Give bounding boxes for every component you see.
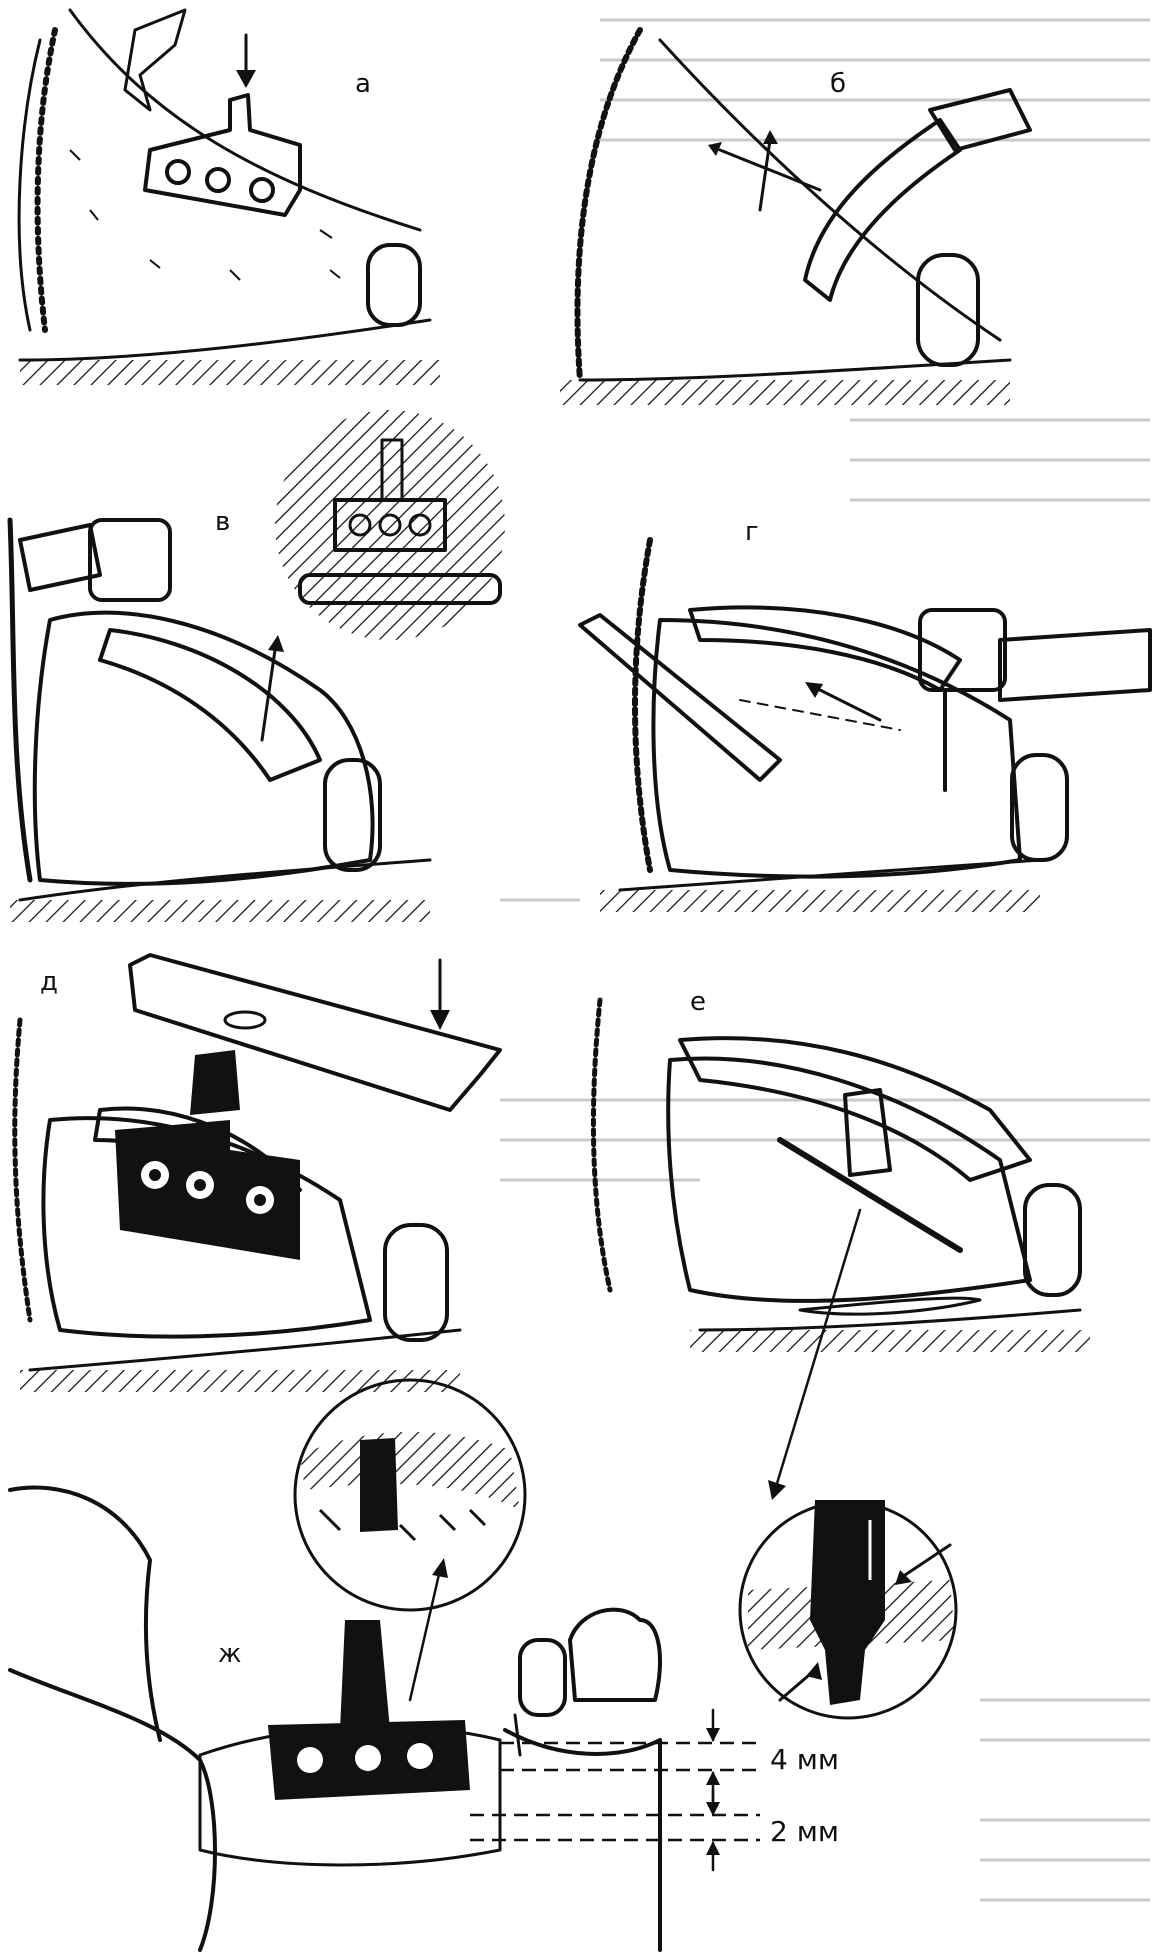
panel-zh: 4 мм 2 мм ж [8,1378,839,1952]
dimension-4mm: 4 мм [770,1743,839,1776]
panel-e-detail-circle [738,1500,958,1720]
panel-a: а [17,8,440,385]
dimension-2mm: 2 мм [770,1815,839,1848]
panel-e-letter: е [690,987,706,1017]
panel-b-letter: б [830,69,846,99]
bleed-through-text [500,18,1150,1902]
panel-d-letter: д [40,967,58,997]
panel-v: в [7,410,505,922]
panel-b: б [560,27,1032,405]
panel-e: е [590,987,1090,1500]
panel-v-letter: в [215,507,230,537]
panel-g: г [578,517,1152,912]
panel-g-letter: г [745,517,759,547]
panel-d: д [12,953,502,1392]
panel-zh-letter: ж [218,1639,241,1669]
panel-a-letter: а [355,69,371,99]
